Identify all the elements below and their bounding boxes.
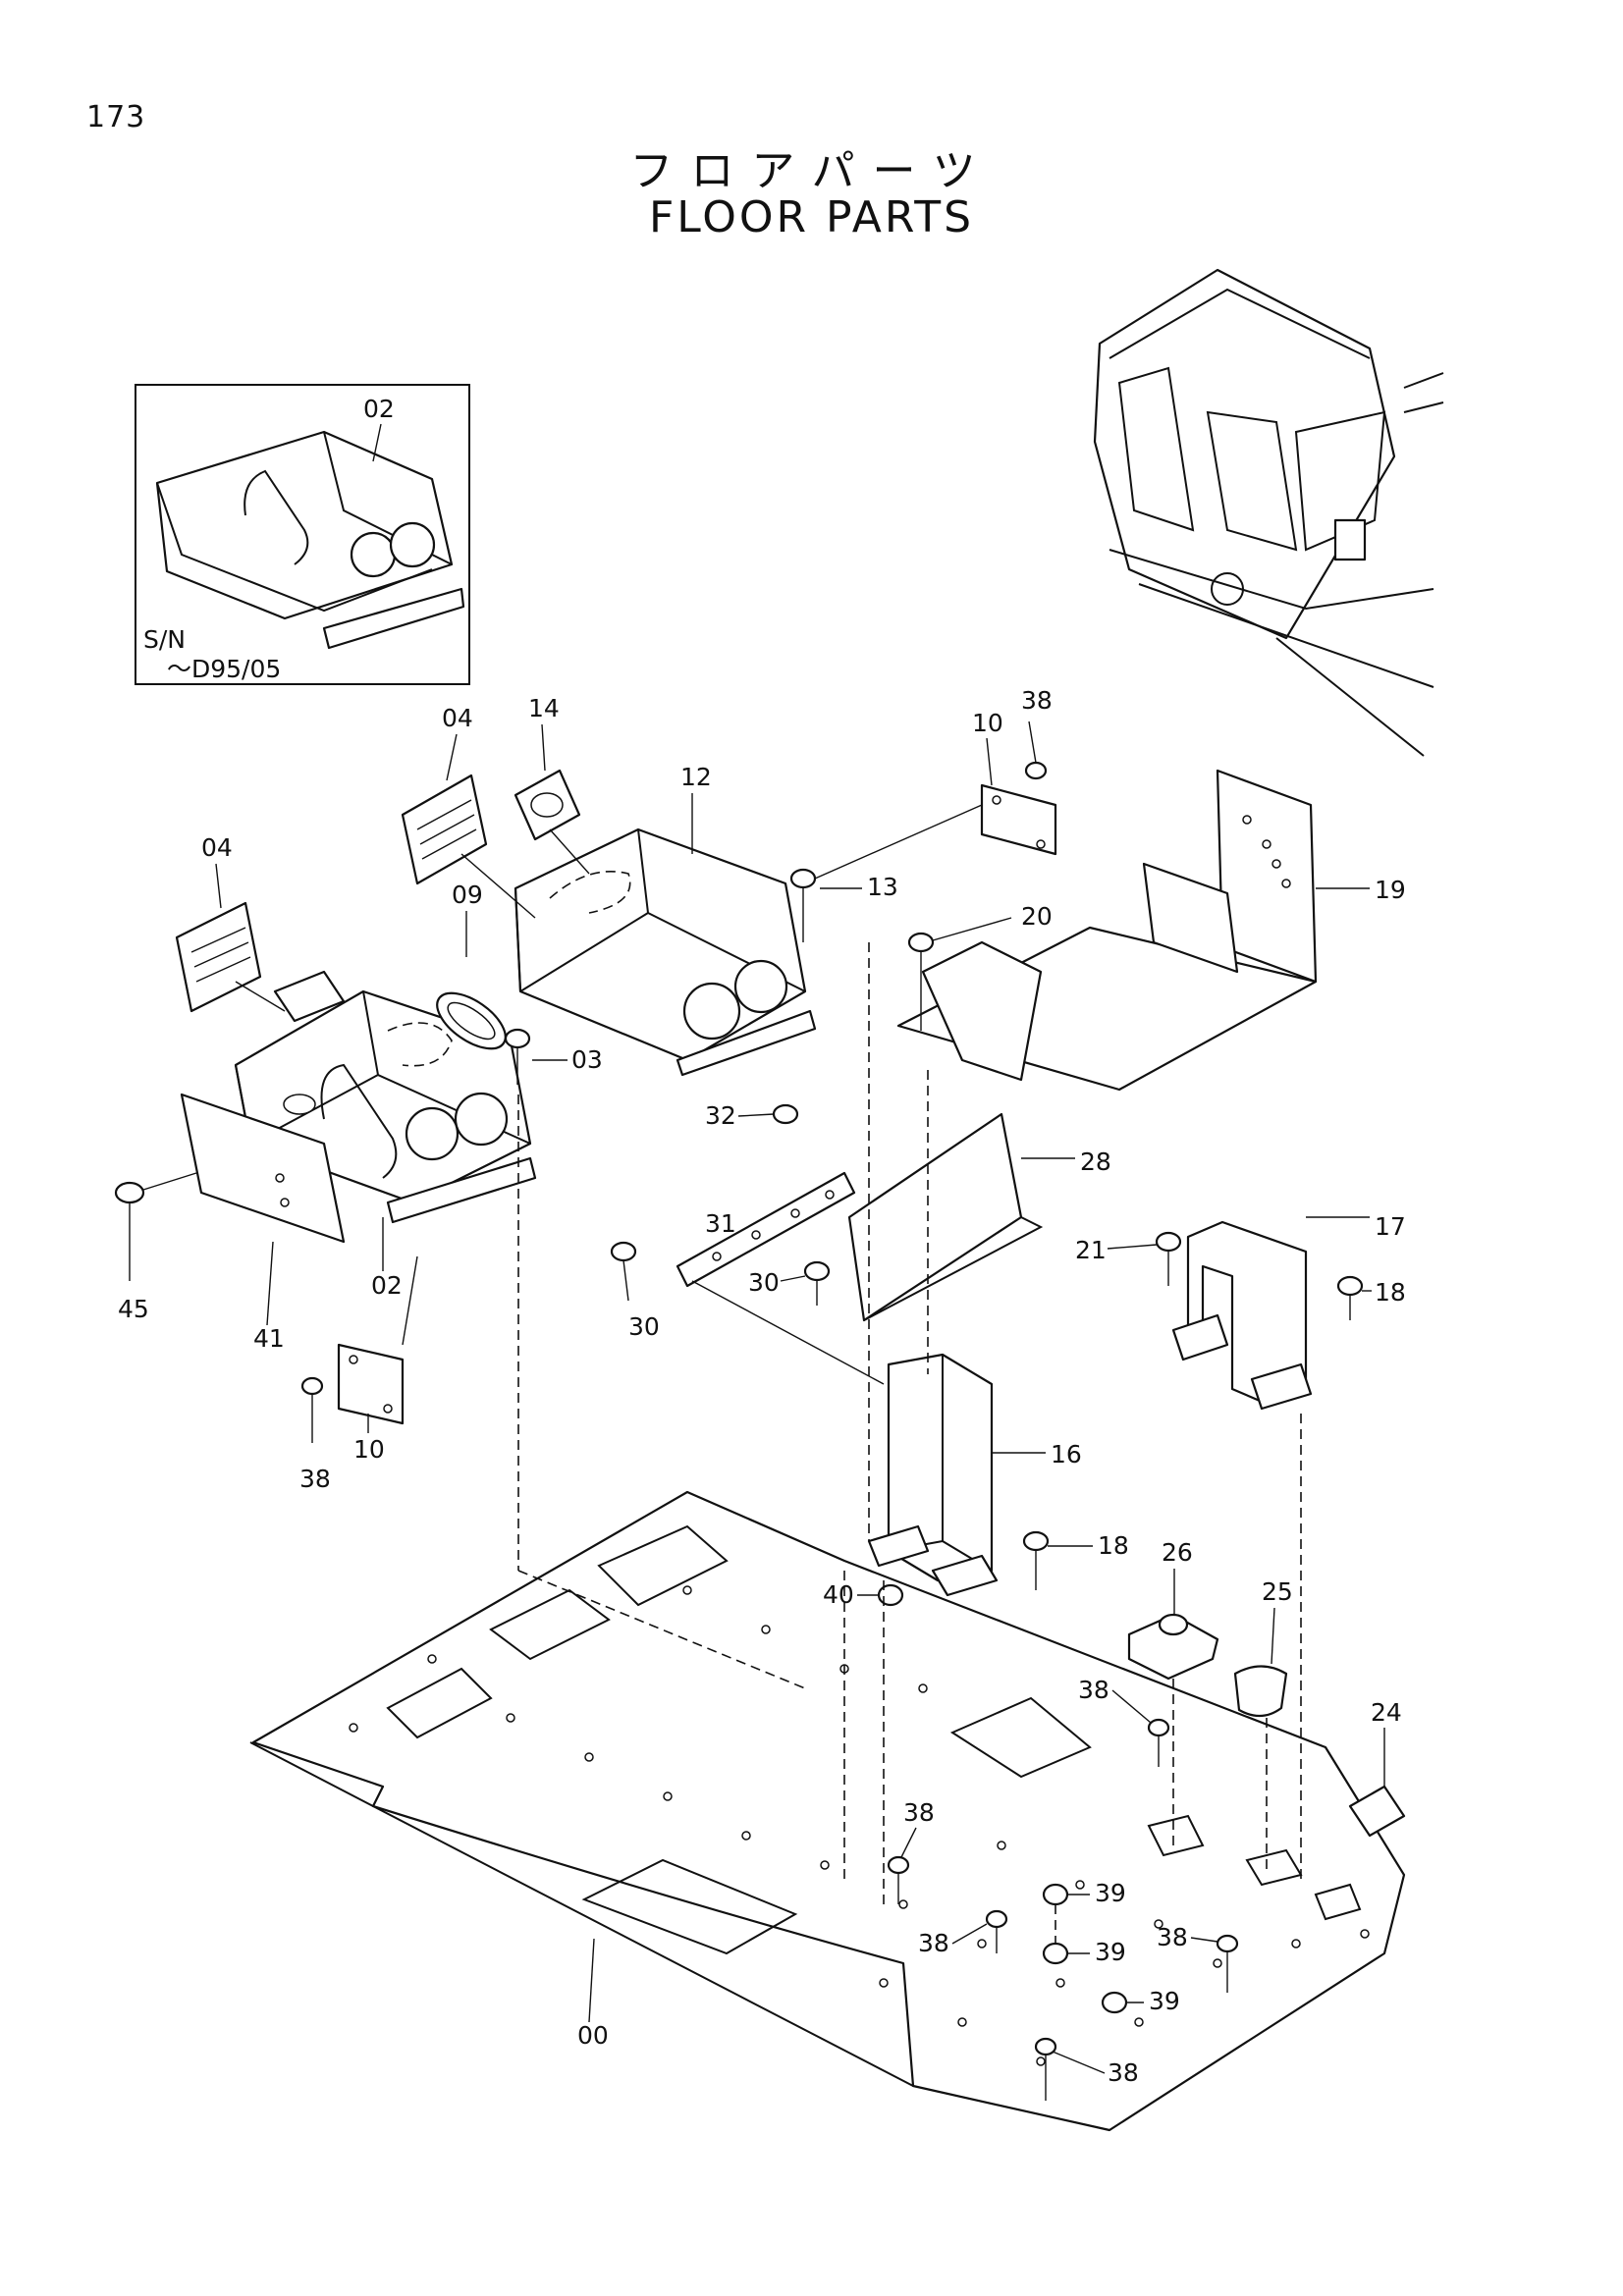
bolt-03 bbox=[504, 1028, 531, 1049]
vent-04-lower bbox=[175, 901, 262, 1013]
label-31: 31 bbox=[705, 1209, 736, 1238]
page-number: 173 bbox=[86, 100, 146, 134]
inset-vent-1 bbox=[350, 531, 397, 578]
label-39-c: 39 bbox=[1149, 1987, 1180, 2015]
label-40: 40 bbox=[823, 1580, 854, 1609]
nut-39-b bbox=[1042, 1942, 1069, 1965]
label-10-upper: 10 bbox=[972, 709, 1003, 737]
label-20: 20 bbox=[1021, 902, 1053, 931]
plate-28 bbox=[847, 1112, 1023, 1322]
label-21: 21 bbox=[1075, 1236, 1107, 1264]
label-03: 03 bbox=[571, 1045, 603, 1074]
heater-base bbox=[386, 1156, 537, 1224]
cover-41 bbox=[180, 1093, 346, 1244]
heater-cover-12 bbox=[514, 828, 817, 1077]
bolt-38-floor-a bbox=[1147, 1718, 1170, 1737]
label-02: 02 bbox=[371, 1271, 403, 1300]
page-title-english: FLOOR PARTS bbox=[648, 192, 975, 242]
bolt-30-left bbox=[610, 1241, 637, 1262]
label-38-floor-a: 38 bbox=[1078, 1676, 1109, 1704]
bolt-38-floor-c bbox=[985, 1909, 1008, 1929]
heater-unit-02 bbox=[234, 970, 537, 1224]
rubber-mount-25 bbox=[1233, 1665, 1288, 1718]
label-30-center: 30 bbox=[748, 1268, 780, 1297]
label-41: 41 bbox=[253, 1324, 285, 1353]
plate-10-lower bbox=[337, 1343, 405, 1425]
vent-04-upper bbox=[401, 774, 488, 885]
bolt-32 bbox=[772, 1103, 799, 1125]
label-18-right: 18 bbox=[1375, 1278, 1406, 1307]
label-38-floor-b: 38 bbox=[903, 1798, 935, 1827]
support-17 bbox=[1171, 1220, 1313, 1411]
label-32: 32 bbox=[705, 1101, 736, 1130]
inset-sn-range: ～D95/05 bbox=[167, 655, 281, 683]
bolt-13 bbox=[789, 868, 817, 889]
label-18-lower: 18 bbox=[1098, 1531, 1129, 1560]
label-25: 25 bbox=[1262, 1577, 1293, 1606]
label-38-floor-e: 38 bbox=[1108, 2058, 1139, 2087]
label-39-b: 39 bbox=[1095, 1938, 1126, 1966]
label-26: 26 bbox=[1162, 1538, 1193, 1567]
bolt-18-lower bbox=[1022, 1530, 1050, 1552]
label-14: 14 bbox=[528, 694, 560, 722]
bolt-20 bbox=[907, 932, 935, 953]
inset-part-label: 02 bbox=[363, 395, 395, 423]
bolt-38-floor-b bbox=[887, 1855, 910, 1875]
floor-plate-00 bbox=[249, 1490, 1406, 2132]
label-38-floor-d: 38 bbox=[1157, 1923, 1188, 1951]
bolt-38-lower-left bbox=[300, 1376, 324, 1396]
label-19: 19 bbox=[1375, 876, 1406, 904]
support-19 bbox=[896, 769, 1318, 1092]
bolt-45 bbox=[114, 1181, 145, 1281]
label-28: 28 bbox=[1080, 1148, 1111, 1176]
nut-40 bbox=[877, 1583, 904, 1607]
inset-base bbox=[322, 587, 465, 650]
label-24: 24 bbox=[1371, 1698, 1402, 1727]
bolt-38-upper bbox=[1024, 761, 1048, 780]
bolt-18-right bbox=[1336, 1275, 1364, 1297]
inset-sn-label: S/N bbox=[143, 625, 186, 654]
label-38-lower-left: 38 bbox=[299, 1465, 331, 1493]
label-38-upper: 38 bbox=[1021, 686, 1053, 715]
label-45: 45 bbox=[118, 1295, 149, 1323]
inset-frame bbox=[135, 384, 470, 685]
support-16 bbox=[867, 1353, 999, 1597]
label-16: 16 bbox=[1051, 1440, 1082, 1468]
label-09: 09 bbox=[452, 881, 483, 909]
bolt-38-floor-d bbox=[1216, 1934, 1239, 1953]
label-17: 17 bbox=[1375, 1212, 1406, 1241]
page-title-japanese: フロアパーツ bbox=[629, 146, 994, 196]
bolt-30-center bbox=[803, 1260, 831, 1282]
label-13: 13 bbox=[867, 873, 898, 901]
nut-39-a bbox=[1042, 1883, 1069, 1906]
bolt-21 bbox=[1155, 1231, 1182, 1253]
inset-vent-2 bbox=[389, 521, 436, 568]
inset-old-heater: 02 S/N ～D95/05 bbox=[135, 384, 470, 685]
label-00: 00 bbox=[577, 2021, 609, 2050]
label-10-lower: 10 bbox=[353, 1435, 385, 1464]
label-04-lower: 04 bbox=[201, 833, 233, 862]
label-38-floor-c: 38 bbox=[918, 1929, 949, 1957]
label-12: 12 bbox=[680, 763, 712, 791]
label-04-upper: 04 bbox=[442, 704, 473, 732]
cab-overview-icon bbox=[1093, 268, 1444, 757]
part-callouts: 00 02 03 04 04 09 10 10 12 13 14 16 17 1… bbox=[118, 686, 1406, 2087]
nut-39-c bbox=[1101, 1991, 1128, 2014]
cab-shell bbox=[1093, 268, 1396, 640]
label-39-a: 39 bbox=[1095, 1879, 1126, 1907]
stopper-24 bbox=[1348, 1785, 1406, 1838]
label-30-left: 30 bbox=[628, 1312, 660, 1341]
bracket-31 bbox=[676, 1171, 856, 1288]
